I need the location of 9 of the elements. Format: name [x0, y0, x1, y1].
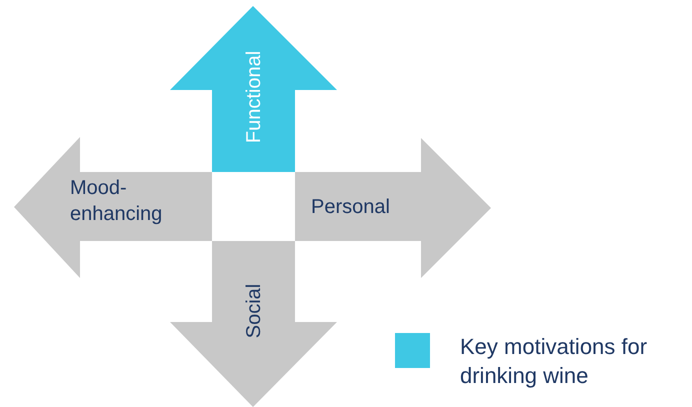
arrow-label: Functional — [242, 51, 266, 144]
block-arrow — [295, 138, 491, 278]
block-arrow — [170, 241, 337, 407]
legend-text: Key motivations for drinking wine — [460, 333, 648, 390]
arrow-label: Personal — [311, 195, 390, 220]
block-arrow — [14, 137, 212, 278]
block-arrow — [170, 6, 337, 172]
arrow-label: Mood-enhancing — [70, 176, 164, 227]
arrow-label: Social — [242, 283, 266, 338]
